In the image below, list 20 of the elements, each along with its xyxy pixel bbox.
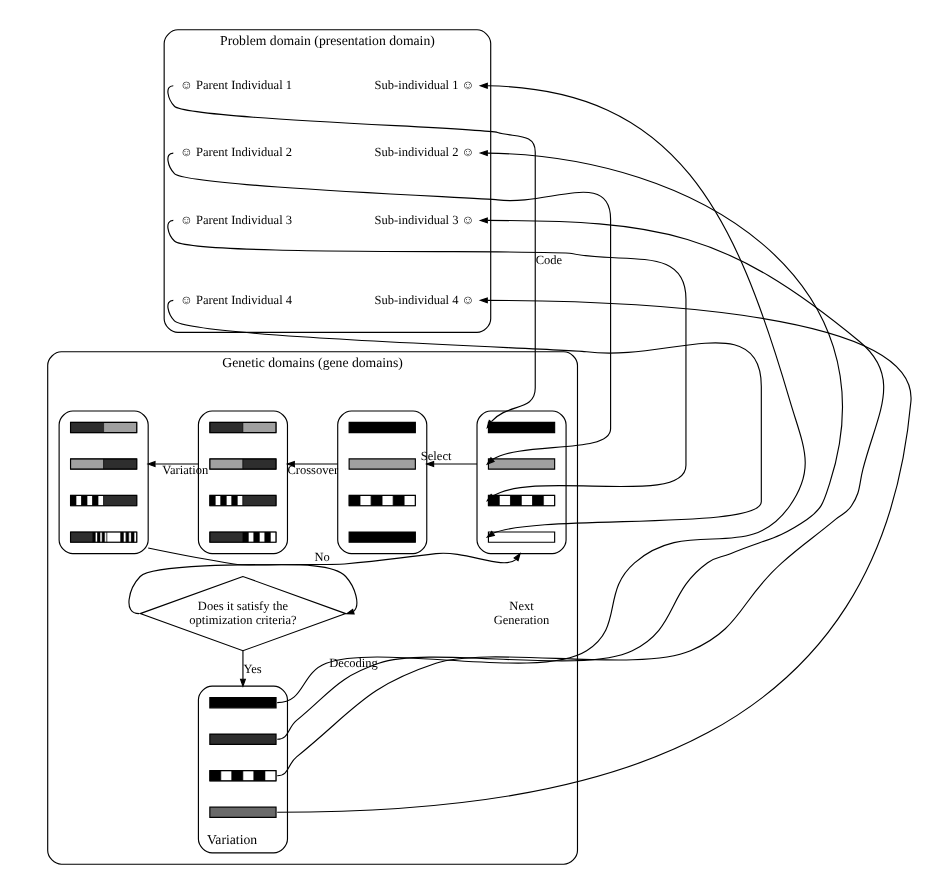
cluster <box>475 410 566 555</box>
node-bar <box>347 421 415 434</box>
node-bar <box>208 806 276 818</box>
arrow <box>275 217 884 777</box>
node-bar <box>208 696 276 709</box>
arrow <box>146 547 357 615</box>
arrow <box>275 149 842 740</box>
node-bar <box>347 531 415 543</box>
cluster <box>57 410 148 555</box>
node-bar <box>208 733 276 745</box>
arrow <box>424 460 477 468</box>
arrow <box>166 85 535 429</box>
node-bar <box>347 458 415 470</box>
arrow <box>127 552 521 615</box>
arrow <box>275 297 911 813</box>
arrow <box>238 650 246 688</box>
arrow <box>275 82 805 704</box>
cluster <box>196 685 288 854</box>
arrow <box>166 299 761 539</box>
arrow <box>166 219 686 502</box>
